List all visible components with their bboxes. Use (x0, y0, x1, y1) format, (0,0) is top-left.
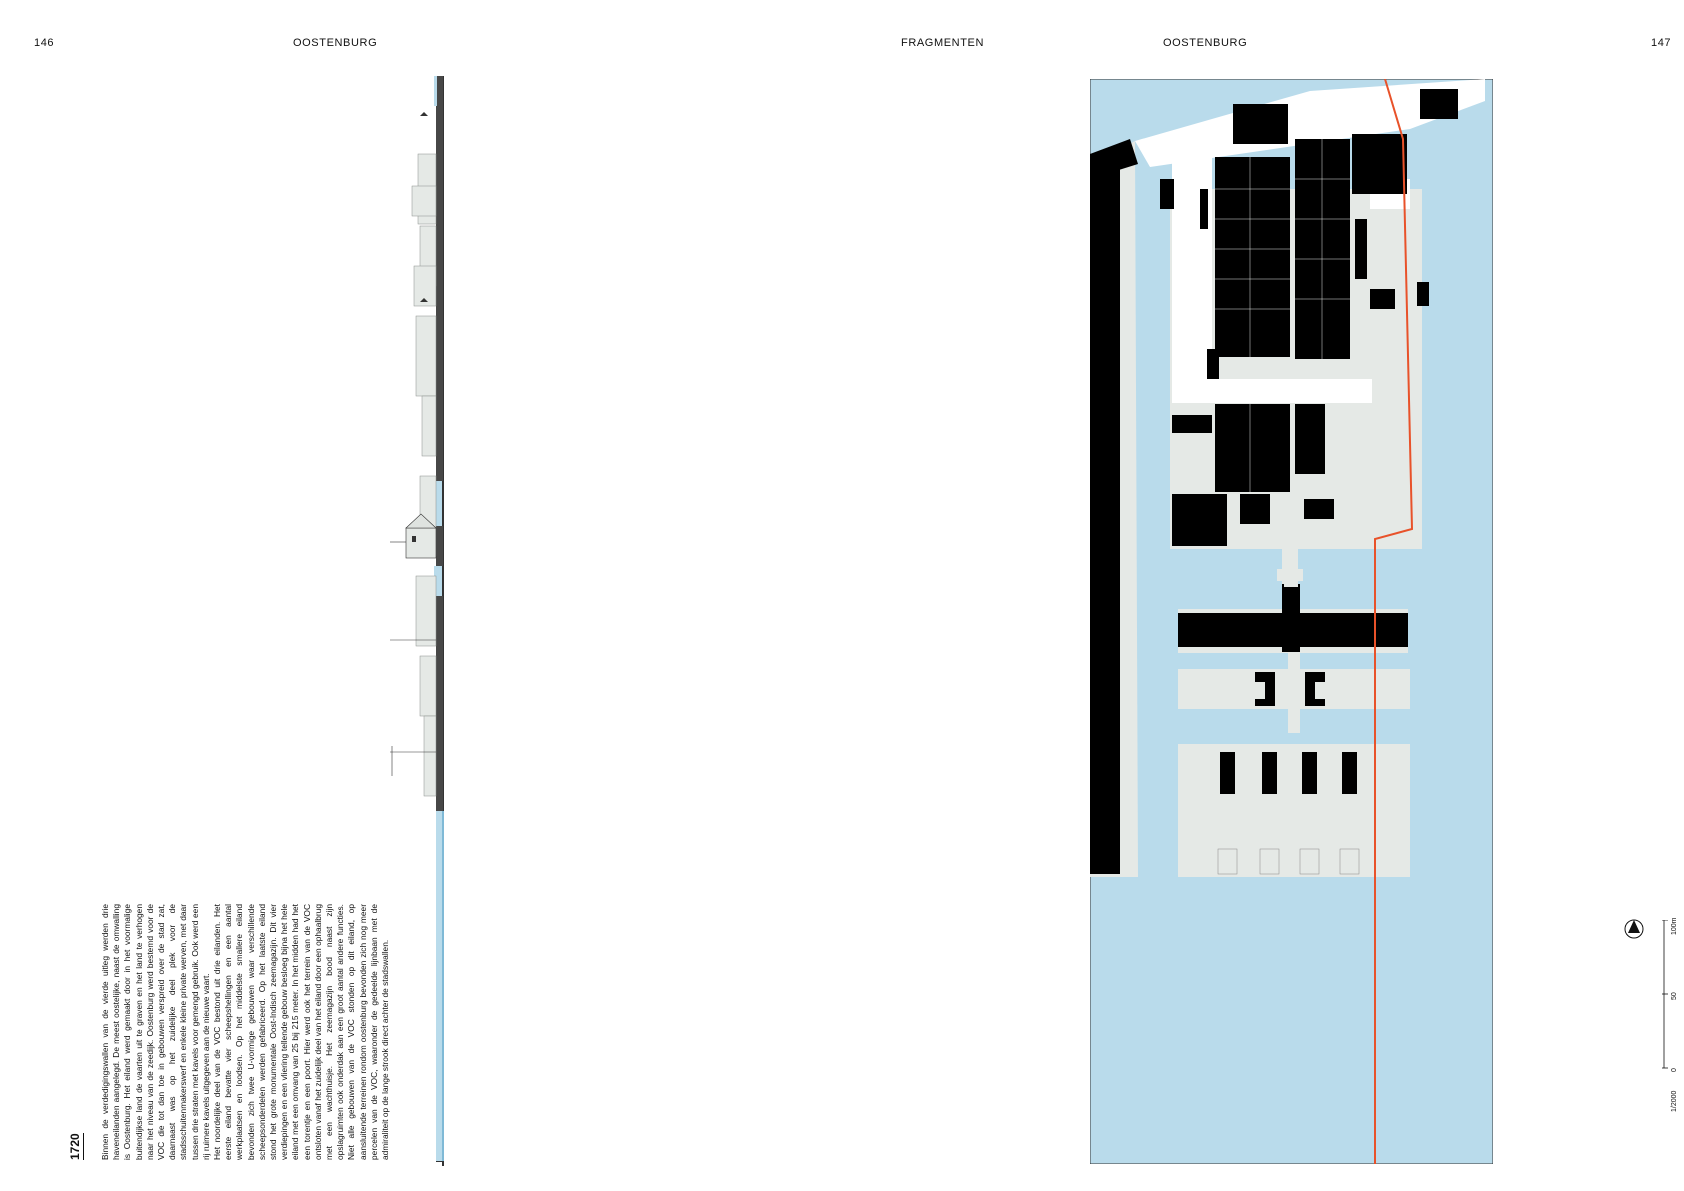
scale-label-100: 100m (1671, 917, 1678, 935)
north-arrow-icon (1624, 919, 1644, 939)
running-header-center: FRAGMENTEN (901, 37, 984, 49)
running-header-right: OOSTENBURG (1163, 37, 1248, 49)
page-number-left: 146 (34, 37, 55, 49)
scale-ratio: 1/2000 (1671, 1090, 1678, 1112)
scale-label-50: 50 (1671, 992, 1678, 1000)
body-paragraph: Het noordelijke deel van de VOC bestond … (212, 904, 391, 1160)
elevation-section-drawing (390, 76, 444, 1166)
page-number-right: 147 (1651, 37, 1672, 49)
body-text: Binnen de verdedigingswallen van de vier… (100, 904, 391, 1160)
running-header-left: OOSTENBURG (293, 37, 378, 49)
body-paragraph: Binnen de verdedigingswallen van de vier… (100, 904, 211, 1160)
site-plan-map (1090, 79, 1493, 1164)
year-label: 1720 (68, 1133, 84, 1160)
scale-bar (1662, 920, 1668, 1069)
scale-label-0: 0 (1671, 1068, 1678, 1072)
body-text-block: 1720 Binnen de verdedigingswallen van de… (66, 904, 391, 1160)
